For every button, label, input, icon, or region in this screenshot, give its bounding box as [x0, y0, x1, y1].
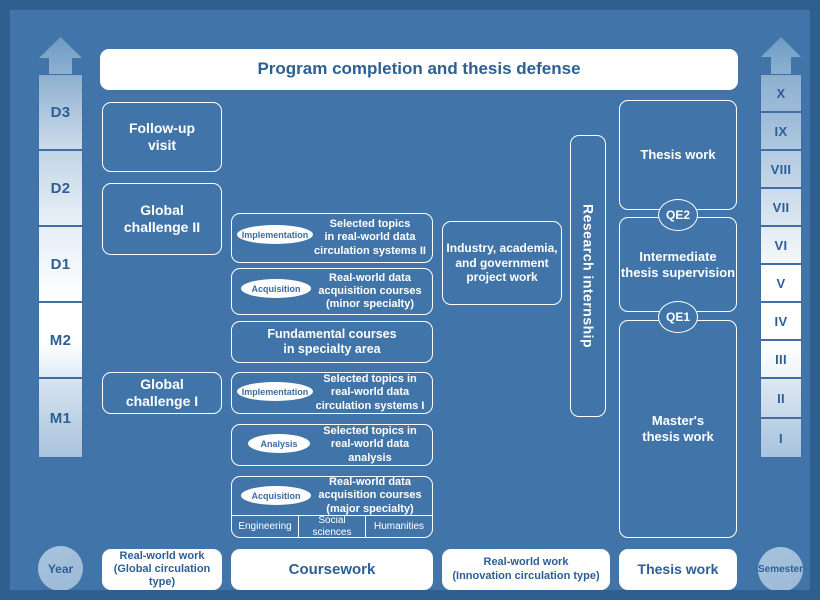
course-row-analysis[interactable]: Analysis Selected topics in real-world d…: [231, 424, 433, 466]
footer-item-thesis-work[interactable]: Thesis work: [619, 549, 737, 590]
course-text: Selected topics in real-world data analy…: [323, 425, 417, 464]
course-text: Real-world data acquisition courses (min…: [318, 271, 422, 311]
course-text: Selected topics in real-world data circu…: [315, 373, 425, 412]
page-title: Program completion and thesis defense: [257, 59, 581, 79]
header-banner: Program completion and thesis defense: [100, 49, 738, 90]
course-row-acquisition-minor[interactable]: Acquisition Real-world data acquisition …: [231, 268, 433, 315]
year-arrow-head-icon: [39, 37, 82, 76]
left-box-follow-up-visit[interactable]: Follow-up visit: [102, 102, 222, 172]
course-row-implementation-2[interactable]: Implementation Selected topics in real-w…: [231, 213, 433, 263]
thesis-box-masters[interactable]: Master's thesis work: [619, 320, 737, 538]
footer-item-real-world-global[interactable]: Real-world work (Global circulation type…: [102, 549, 222, 590]
year-segment-m2: M2: [38, 302, 83, 378]
course-text: Real-world data acquisition courses (maj…: [318, 476, 422, 515]
course-tag-acquisition: Acquisition: [241, 486, 311, 505]
milestone-qe1[interactable]: QE1: [658, 301, 698, 333]
semester-segment-iii: III: [760, 340, 802, 378]
left-box-global-challenge-1[interactable]: Global challenge I: [102, 372, 222, 414]
course-tag-implementation: Implementation: [237, 225, 313, 244]
project-work-box[interactable]: Industry, academia, and government proje…: [442, 221, 562, 305]
semester-segment-ix: IX: [760, 112, 802, 150]
specialty-subcells: Engineering Social sciences Humanities: [232, 515, 432, 538]
thesis-box-doctoral[interactable]: Thesis work: [619, 100, 737, 210]
semester-segment-v: V: [760, 264, 802, 302]
semester-arrow-head-icon: [761, 37, 801, 76]
semester-segment-vii: VII: [760, 188, 802, 226]
year-segment-d3: D3: [38, 74, 83, 150]
semester-segment-viii: VIII: [760, 150, 802, 188]
year-axis: D3 D2 D1 M2 M1: [38, 36, 83, 536]
year-segment-d1: D1: [38, 226, 83, 302]
subcell-social-sciences[interactable]: Social sciences: [298, 515, 365, 538]
subcell-humanities[interactable]: Humanities: [365, 516, 432, 537]
semester-segment-i: I: [760, 418, 802, 458]
course-row-acquisition-major[interactable]: Acquisition Real-world data acquisition …: [231, 476, 433, 538]
subcell-engineering[interactable]: Engineering: [238, 520, 292, 532]
milestone-qe2[interactable]: QE2: [658, 199, 698, 231]
course-row-implementation-1[interactable]: Implementation Selected topics in real-w…: [231, 372, 433, 414]
semester-axis-label: Semester: [758, 547, 803, 590]
research-internship-box[interactable]: Research internship: [570, 135, 606, 417]
course-row-fundamental[interactable]: Fundamental courses in specialty area: [231, 321, 433, 363]
semester-segment-iv: IV: [760, 302, 802, 340]
course-tag-analysis: Analysis: [248, 434, 310, 453]
left-box-global-challenge-2[interactable]: Global challenge II: [102, 183, 222, 255]
footer-item-coursework[interactable]: Coursework: [231, 549, 433, 590]
year-axis-label: Year: [38, 546, 83, 590]
year-segment-d2: D2: [38, 150, 83, 226]
semester-axis: X IX VIII VII VI V IV III II I: [760, 36, 802, 536]
year-segment-m1: M1: [38, 378, 83, 458]
semester-segment-vi: VI: [760, 226, 802, 264]
course-tag-implementation: Implementation: [237, 382, 313, 401]
semester-segment-ii: II: [760, 378, 802, 418]
semester-segment-x: X: [760, 74, 802, 112]
thesis-box-intermediate-supervision[interactable]: Intermediate thesis supervision: [619, 217, 737, 312]
footer-item-real-world-innovation[interactable]: Real-world work (Innovation circulation …: [442, 549, 610, 590]
research-internship-label: Research internship: [580, 203, 597, 349]
course-text: Selected topics in real-world data circu…: [314, 218, 426, 257]
course-tag-acquisition: Acquisition: [241, 279, 311, 298]
